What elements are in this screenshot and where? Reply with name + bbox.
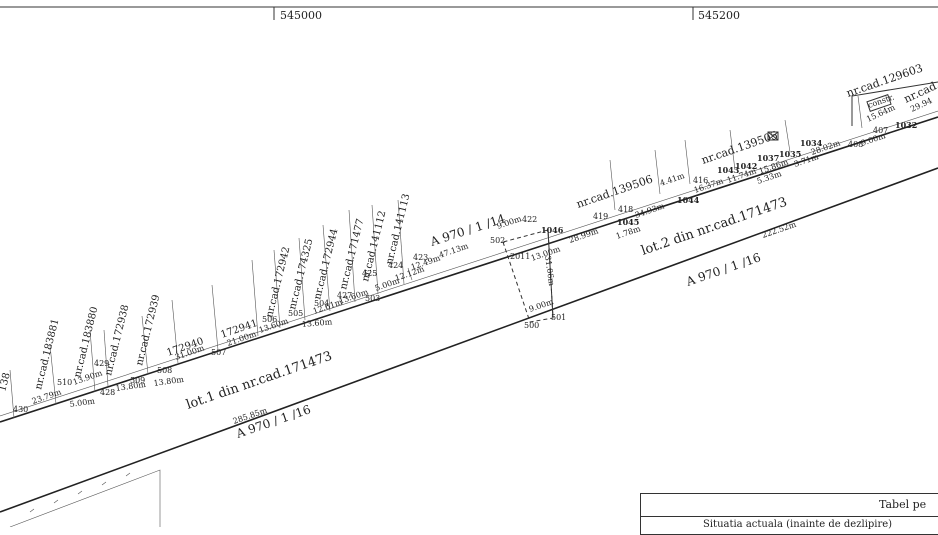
svg-text:507: 507 [211,348,226,357]
length-9-00-b: 9.00m [528,297,555,314]
svg-text:408: 408 [848,140,863,149]
boundary-marker-icon [767,131,779,141]
svg-text:1032: 1032 [895,120,917,130]
lot-north-offset-line [0,110,938,417]
road-south-line [0,167,938,513]
svg-text:422: 422 [522,215,537,224]
parcel-141113: nr.cad.141113 [384,193,412,266]
point-numbers: 430 510 429 428 509 508 507 506 505 504 … [13,120,917,414]
legend-table: Tabel pe Situatia actuala (inainte de de… [640,493,938,535]
length-13-80-b: 13.80m [115,380,147,393]
grid-label-545200: 545200 [698,9,740,22]
parcel-172938: nr.cad.172938 [103,304,131,377]
corner-parcel-outline [851,81,938,126]
svg-text:501: 501 [551,313,566,322]
svg-text:425: 425 [362,269,377,278]
svg-text:504: 504 [314,299,329,308]
svg-text:419: 419 [593,212,608,221]
length-5-00-b: 5.00m [69,396,96,409]
road-label-lower-right: A 970 / 1 /16 [683,250,762,289]
length-28-99: 28.99m [568,226,600,245]
svg-text:500: 500 [524,321,539,330]
lower-area-outline [9,469,161,527]
svg-text:2011: 2011 [510,252,530,261]
lot-north-boundary [0,116,938,423]
lot-divider-east [547,229,554,319]
length-13-60-b: 13.60m [301,317,333,329]
svg-text:430: 430 [13,405,28,414]
svg-text:1034: 1034 [800,138,823,148]
lot1-label: lot.1 din nr.cad.171473 [184,349,334,413]
legend-title: Tabel pe [879,498,927,511]
grid-label-545000: 545000 [280,9,322,22]
svg-text:509: 509 [130,376,145,385]
svg-text:1045: 1045 [617,217,639,227]
svg-text:1043: 1043 [717,165,740,175]
svg-text:424: 424 [388,261,403,270]
parcel-172944: nr.cad.172944 [312,228,340,301]
svg-text:429: 429 [94,359,109,368]
svg-text:1044: 1044 [677,195,700,205]
svg-text:423: 423 [413,253,428,262]
svg-text:1042: 1042 [735,161,757,171]
parcel-172939: nr.cad.172939 [134,294,162,367]
length-31-06: 31.06m [543,255,556,287]
svg-text:427: 427 [337,291,352,300]
length-222-52: 222.52m [761,220,798,240]
length-13-80-a: 13.80m [153,375,185,388]
segment-lengths: 285.85m 222.52m 47.13m 12.49m 12.12m 5.0… [31,96,934,426]
svg-text:506: 506 [262,315,277,324]
legend-header-row: Tabel pe [641,494,938,517]
svg-text:1037: 1037 [757,153,779,163]
construction-box [866,94,892,112]
svg-text:502: 502 [490,236,505,245]
svg-text:1035: 1035 [779,149,801,159]
svg-text:416: 416 [693,176,708,185]
svg-text:503: 503 [365,294,380,303]
parcel-lines [9,95,863,419]
length-4-41: 4.41m [659,171,686,188]
svg-text:510: 510 [57,378,72,387]
svg-text:428: 428 [100,388,115,397]
svg-text:508: 508 [157,366,172,375]
svg-text:1046: 1046 [541,225,564,235]
length-5-00-a: 5.00m [374,276,401,293]
fence-marks [29,472,131,513]
legend-subtitle: Situatia actuala (inainte de dezlipire) [703,519,893,530]
svg-text:505: 505 [288,309,303,318]
svg-text:418: 418 [618,205,633,214]
svg-text:407: 407 [873,126,888,135]
